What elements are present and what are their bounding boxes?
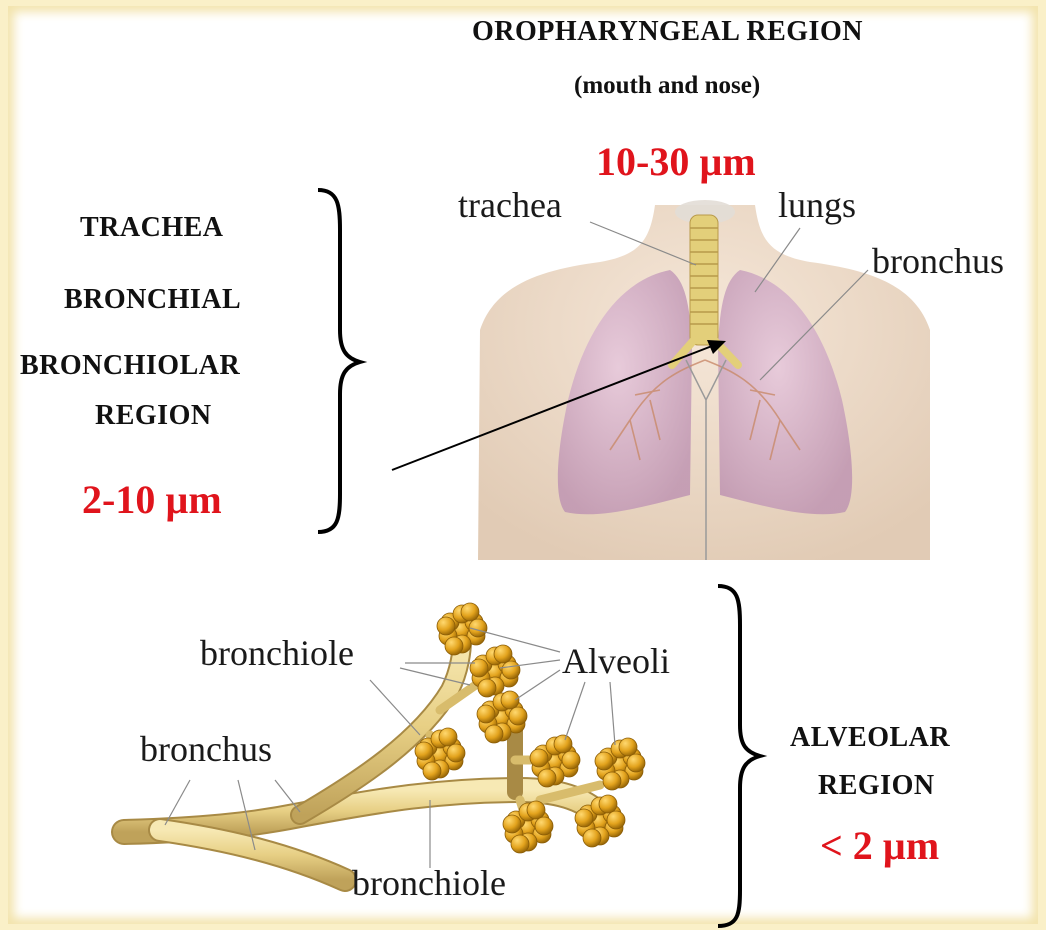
trachea-label: trachea <box>458 184 562 226</box>
left-brace <box>318 190 360 532</box>
alveolar-size: < 2 µm <box>820 822 939 869</box>
oropharyngeal-title: OROPHARYNGEAL REGION <box>472 16 863 48</box>
region-label-alveolar: ALVEOLAR <box>790 722 950 754</box>
oropharyngeal-size: 10-30 µm <box>596 138 756 185</box>
alveoli-label: Alveoli <box>562 640 670 682</box>
bronchiole-label-bottom: bronchiole <box>352 862 506 904</box>
oropharyngeal-subtitle: (mouth and nose) <box>574 72 760 100</box>
region-label-bronchial: BRONCHIAL <box>64 284 241 316</box>
region-label-bronchiolar: BRONCHIOLAR <box>20 350 240 382</box>
region-label-trachea: TRACHEA <box>80 212 224 244</box>
bronchus-label-airway: bronchus <box>140 728 272 770</box>
region-label-alveolar-region: REGION <box>818 770 935 802</box>
tracheobronchial-size: 2-10 µm <box>82 476 222 523</box>
bronchus-label-torso: bronchus <box>872 240 1004 282</box>
bronchiole-label-top: bronchiole <box>200 632 354 674</box>
right-brace <box>718 586 760 926</box>
lungs-label: lungs <box>778 184 856 226</box>
region-label-region: REGION <box>95 400 212 432</box>
